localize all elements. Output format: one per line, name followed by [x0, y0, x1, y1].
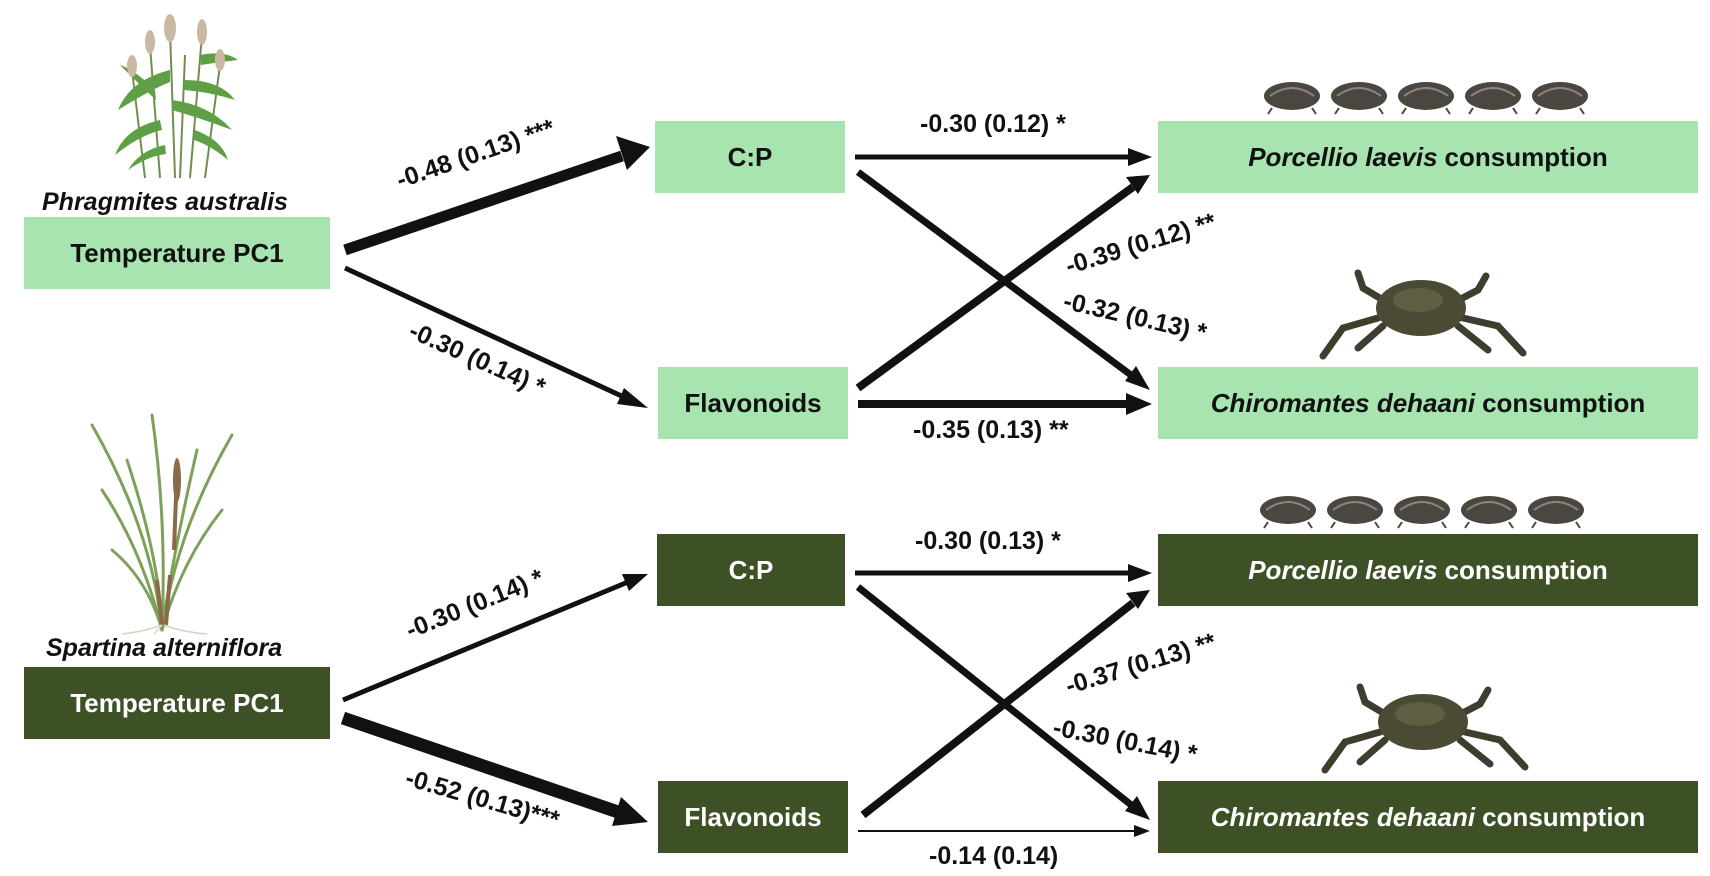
isopod-icon	[1331, 82, 1387, 115]
node-label: consumption	[1482, 801, 1646, 832]
arrow-flav-porcellio-2	[860, 599, 1136, 819]
species-label: Spartina alterniflora	[46, 634, 283, 662]
cp-box: C:P	[655, 121, 845, 193]
chiromantes-consumption-box: Chiromantes dehaani consumption	[1158, 367, 1698, 439]
node-label: consumption	[1482, 387, 1646, 418]
arrowhead-cp-porcellio-2	[1128, 564, 1152, 582]
arrowhead-flav-chiromantes-1	[1126, 393, 1152, 415]
isopod-icon	[1264, 82, 1320, 115]
isopod-row-icons	[1260, 496, 1584, 529]
cordgrass-plant-icon	[90, 413, 234, 635]
node-label: Temperature PC1	[70, 237, 284, 268]
node-label: C:P	[728, 554, 774, 585]
porcellio-consumption-box: Porcellio laevis consumption	[1158, 534, 1698, 606]
arrowhead-flav-porcellio-2	[1126, 590, 1150, 609]
arrowhead-cp-porcellio-1	[1128, 148, 1152, 166]
temperature-pc1-box: Temperature PC1	[24, 667, 330, 739]
isopod-icon	[1394, 496, 1450, 529]
edge-label-flav-chiromantes: -0.35 (0.13) **	[913, 416, 1069, 444]
arrow-temp-flav-2	[340, 711, 621, 819]
node-label-italic: Chiromantes dehaani	[1210, 801, 1476, 832]
node-label: consumption	[1444, 141, 1608, 172]
node-label: Flavonoids	[684, 801, 822, 832]
species-label: Phragmites australis	[42, 188, 288, 216]
isopod-icon	[1532, 82, 1588, 115]
edge-label-flav-chiromantes: -0.14 (0.14)	[929, 842, 1059, 870]
arrowhead-flav-chiromantes-2	[1134, 825, 1150, 837]
arrowhead-temp-cp-2	[622, 574, 648, 591]
node-label: C:P	[727, 141, 773, 172]
arrowhead-temp-flav-2	[612, 797, 648, 826]
arrow-temp-cp-2	[342, 579, 629, 703]
arrow-flav-porcellio-1	[855, 183, 1136, 392]
edge-label-cp-porcellio: -0.30 (0.12) *	[920, 110, 1066, 138]
panel2-arrows	[340, 564, 1152, 837]
crab-icon	[1321, 683, 1529, 774]
isopod-icon	[1260, 496, 1316, 529]
arrow-temp-cp-1	[343, 150, 624, 256]
cp-box: C:P	[657, 534, 845, 606]
reed-plant-icon	[115, 14, 238, 179]
arrow-cp-chiromantes-2	[855, 584, 1138, 811]
porcellio-consumption-box: Porcellio laevis consumption	[1158, 121, 1698, 193]
chiromantes-consumption-box: Chiromantes dehaani consumption	[1158, 781, 1698, 853]
arrowhead-cp-chiromantes-2	[1125, 796, 1150, 820]
arrowhead-temp-flav-1	[617, 388, 648, 408]
node-label-italic: Porcellio laevis	[1248, 141, 1438, 172]
arrow-temp-flav-1	[343, 265, 630, 402]
isopod-icon	[1461, 496, 1517, 529]
flavonoids-box: Flavonoids	[658, 367, 848, 439]
node-label-italic: Chiromantes dehaani	[1210, 387, 1476, 418]
flavonoids-box: Flavonoids	[658, 781, 848, 853]
arrowhead-temp-cp-1	[616, 136, 650, 170]
temperature-pc1-box: Temperature PC1	[24, 217, 330, 289]
isopod-icon	[1398, 82, 1454, 115]
arrow-cp-chiromantes-1	[855, 169, 1138, 381]
edge-label-cp-porcellio: -0.30 (0.13) *	[915, 527, 1061, 555]
isopod-icon	[1528, 496, 1584, 529]
arrowhead-flav-porcellio-1	[1126, 175, 1150, 194]
panel1-arrows	[343, 136, 1152, 415]
node-label: Temperature PC1	[70, 687, 284, 718]
arrowhead-cp-chiromantes-1	[1125, 366, 1150, 390]
isopod-icon	[1327, 496, 1383, 529]
node-label: Flavonoids	[684, 387, 822, 418]
node-label-italic: Porcellio laevis	[1248, 554, 1438, 585]
crab-icon	[1319, 269, 1527, 360]
isopod-icon	[1465, 82, 1521, 115]
isopod-row-icons	[1264, 82, 1588, 115]
node-label: consumption	[1444, 554, 1608, 585]
